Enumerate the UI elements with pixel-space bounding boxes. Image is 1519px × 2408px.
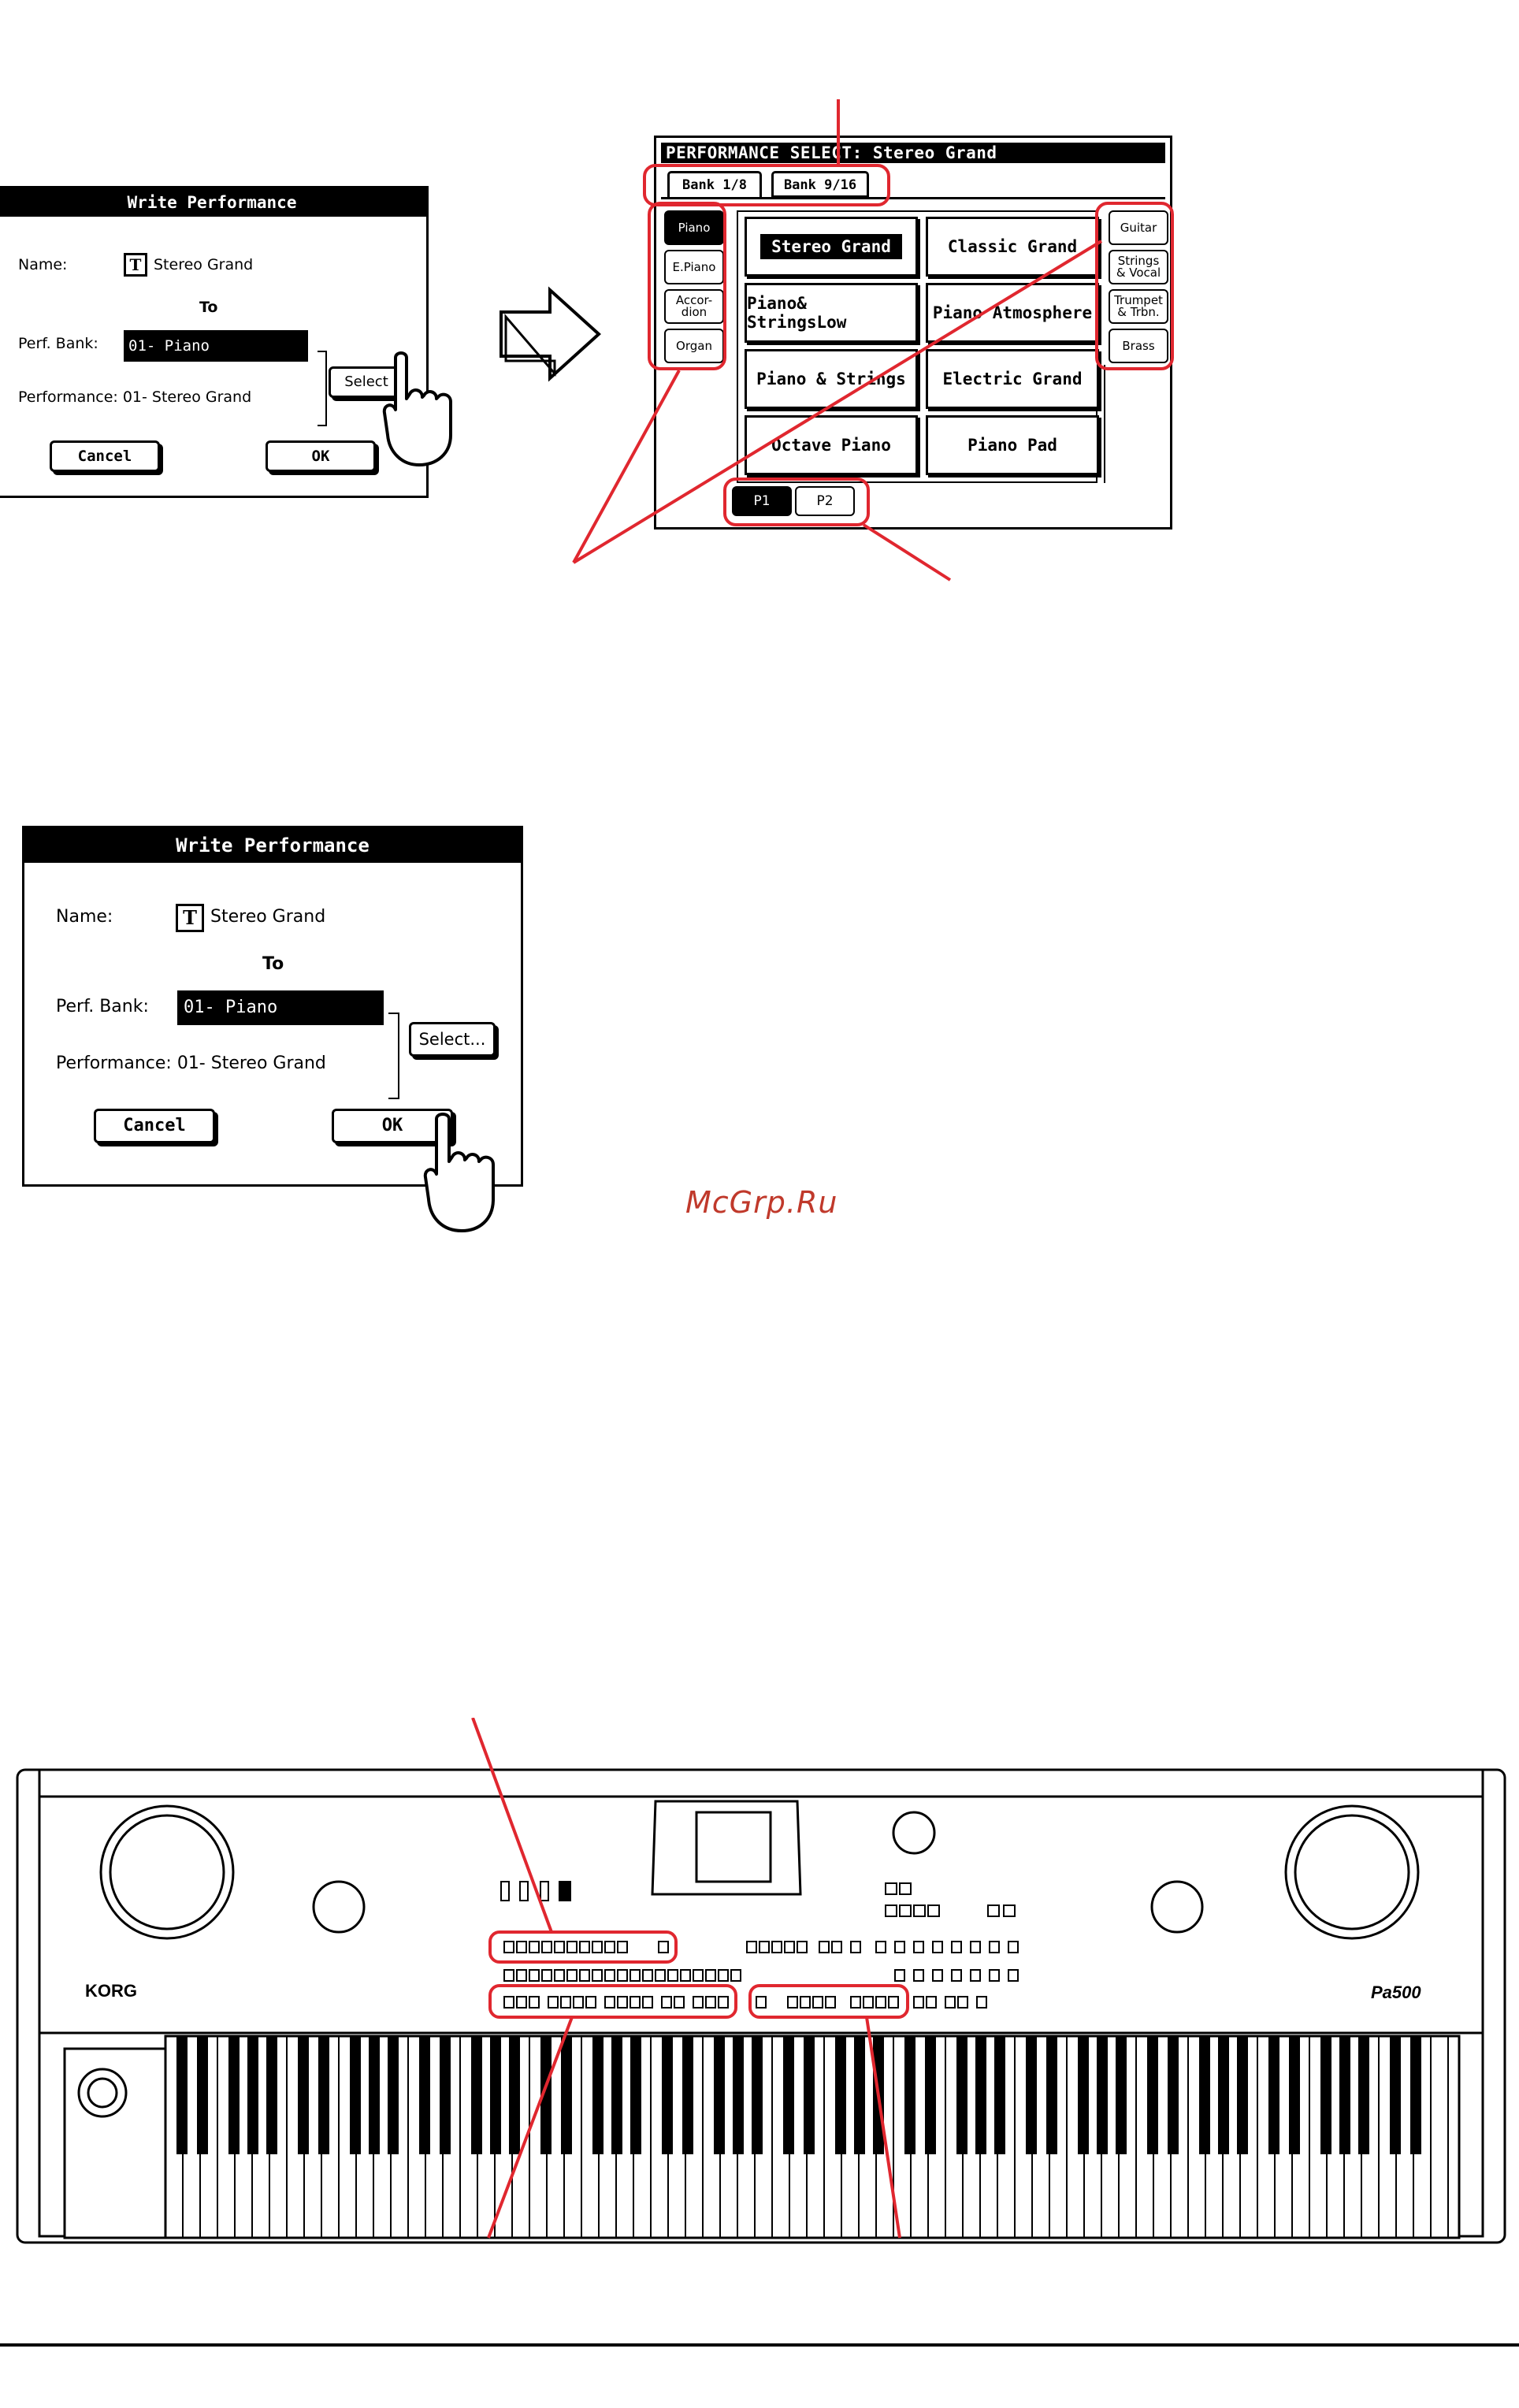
perf-bank-label: Perf. Bank: — [56, 997, 149, 1016]
perf-bank-field[interactable]: 01- Piano — [124, 330, 308, 362]
select-button[interactable]: Select — [329, 366, 404, 398]
callout-lines-top — [572, 99, 1103, 582]
category-organ[interactable]: Organ — [664, 329, 724, 363]
brand-logo: KORG — [85, 1981, 137, 2001]
performance-label: Piano Atmosphere — [932, 303, 1093, 322]
tab-line — [661, 197, 1165, 199]
tab-bank-1-8[interactable]: Bank 1/8 — [667, 171, 762, 198]
pointing-hand-icon — [423, 1113, 495, 1232]
category-piano[interactable]: Piano — [664, 210, 724, 245]
category-strings-vocal[interactable]: Strings & Vocal — [1109, 250, 1168, 284]
category-brass[interactable]: Brass — [1109, 329, 1168, 363]
bracket — [318, 351, 327, 426]
ok-button[interactable]: OK — [332, 1109, 453, 1143]
select-button[interactable]: Select... — [409, 1022, 496, 1057]
dialog-title: Write Performance — [24, 828, 521, 863]
performance-octave-piano[interactable]: Octave Piano — [745, 415, 918, 475]
performance-piano-pad[interactable]: Piano Pad — [926, 415, 1099, 475]
name-value: Stereo Grand — [154, 256, 254, 273]
performance-label: Classic Grand — [947, 237, 1078, 256]
black-keys — [176, 2036, 1421, 2154]
performance-label: Performance: 01- Stereo Grand — [56, 1054, 326, 1073]
category-guitar[interactable]: Guitar — [1109, 210, 1168, 245]
performance-select-screen: PERFORMANCE SELECT: Stereo Grand Bank 1/… — [654, 136, 1172, 530]
cancel-button[interactable]: Cancel — [50, 440, 160, 472]
screen-title: PERFORMANCE SELECT: Stereo Grand — [661, 143, 1165, 163]
perf-bank-label: Perf. Bank: — [18, 335, 98, 352]
performance-stereo-grand[interactable]: Stereo Grand — [745, 217, 918, 277]
performance-label: Piano & Strings — [756, 370, 906, 388]
performance-label: Stereo Grand — [760, 234, 902, 259]
name-label: Name: — [18, 256, 68, 273]
right-column-divider — [1104, 365, 1105, 483]
pointing-hand-icon — [382, 351, 452, 466]
text-edit-icon[interactable]: T — [176, 904, 204, 932]
page-p2-button[interactable]: P2 — [795, 486, 855, 516]
name-label: Name: — [56, 907, 113, 927]
text-edit-icon[interactable]: T — [124, 253, 147, 277]
performance-piano-atmosphere[interactable]: Piano Atmosphere — [926, 283, 1099, 343]
ok-button[interactable]: OK — [266, 440, 376, 472]
performance-classic-grand[interactable]: Classic Grand — [926, 217, 1099, 277]
perf-bank-field[interactable]: 01- Piano — [177, 990, 384, 1025]
tab-bank-9-16[interactable]: Bank 9/16 — [771, 171, 869, 198]
performance-label: Piano& StringsLow — [747, 294, 847, 332]
watermark: McGrp.Ru — [685, 1185, 838, 1220]
to-label: To — [262, 954, 284, 974]
arrow-right-icon — [500, 286, 601, 382]
category-epiano[interactable]: E.Piano — [664, 250, 724, 284]
model-logo: Pa500 — [1371, 1983, 1421, 2002]
name-value: Stereo Grand — [210, 907, 326, 927]
write-performance-dialog-bottom: Write Performance Name: T Stereo Grand T… — [22, 826, 523, 1187]
performance-piano-strings-low[interactable]: Piano& StringsLow — [745, 283, 918, 343]
performance-label: Performance: 01- Stereo Grand — [18, 388, 252, 406]
performance-label: Octave Piano — [771, 436, 891, 455]
bracket — [388, 1013, 399, 1099]
panel-buttons — [500, 1881, 1019, 2009]
cancel-button[interactable]: Cancel — [94, 1109, 215, 1143]
performance-piano-strings[interactable]: Piano & Strings — [745, 349, 918, 409]
footer-rule — [0, 2343, 1519, 2347]
to-label: To — [199, 299, 218, 316]
page-p1-button[interactable]: P1 — [732, 486, 792, 516]
keyboard-illustration: KORG Pa500 — [16, 1718, 1506, 2244]
performance-electric-grand[interactable]: Electric Grand — [926, 349, 1099, 409]
performance-label: Piano Pad — [967, 436, 1057, 455]
write-performance-dialog-top: Write Performance Name: T Stereo Grand T… — [0, 186, 429, 498]
category-trumpet-trbn[interactable]: Trumpet & Trbn. — [1109, 289, 1168, 324]
performance-label: Electric Grand — [942, 370, 1083, 388]
dialog-title: Write Performance — [0, 188, 426, 217]
